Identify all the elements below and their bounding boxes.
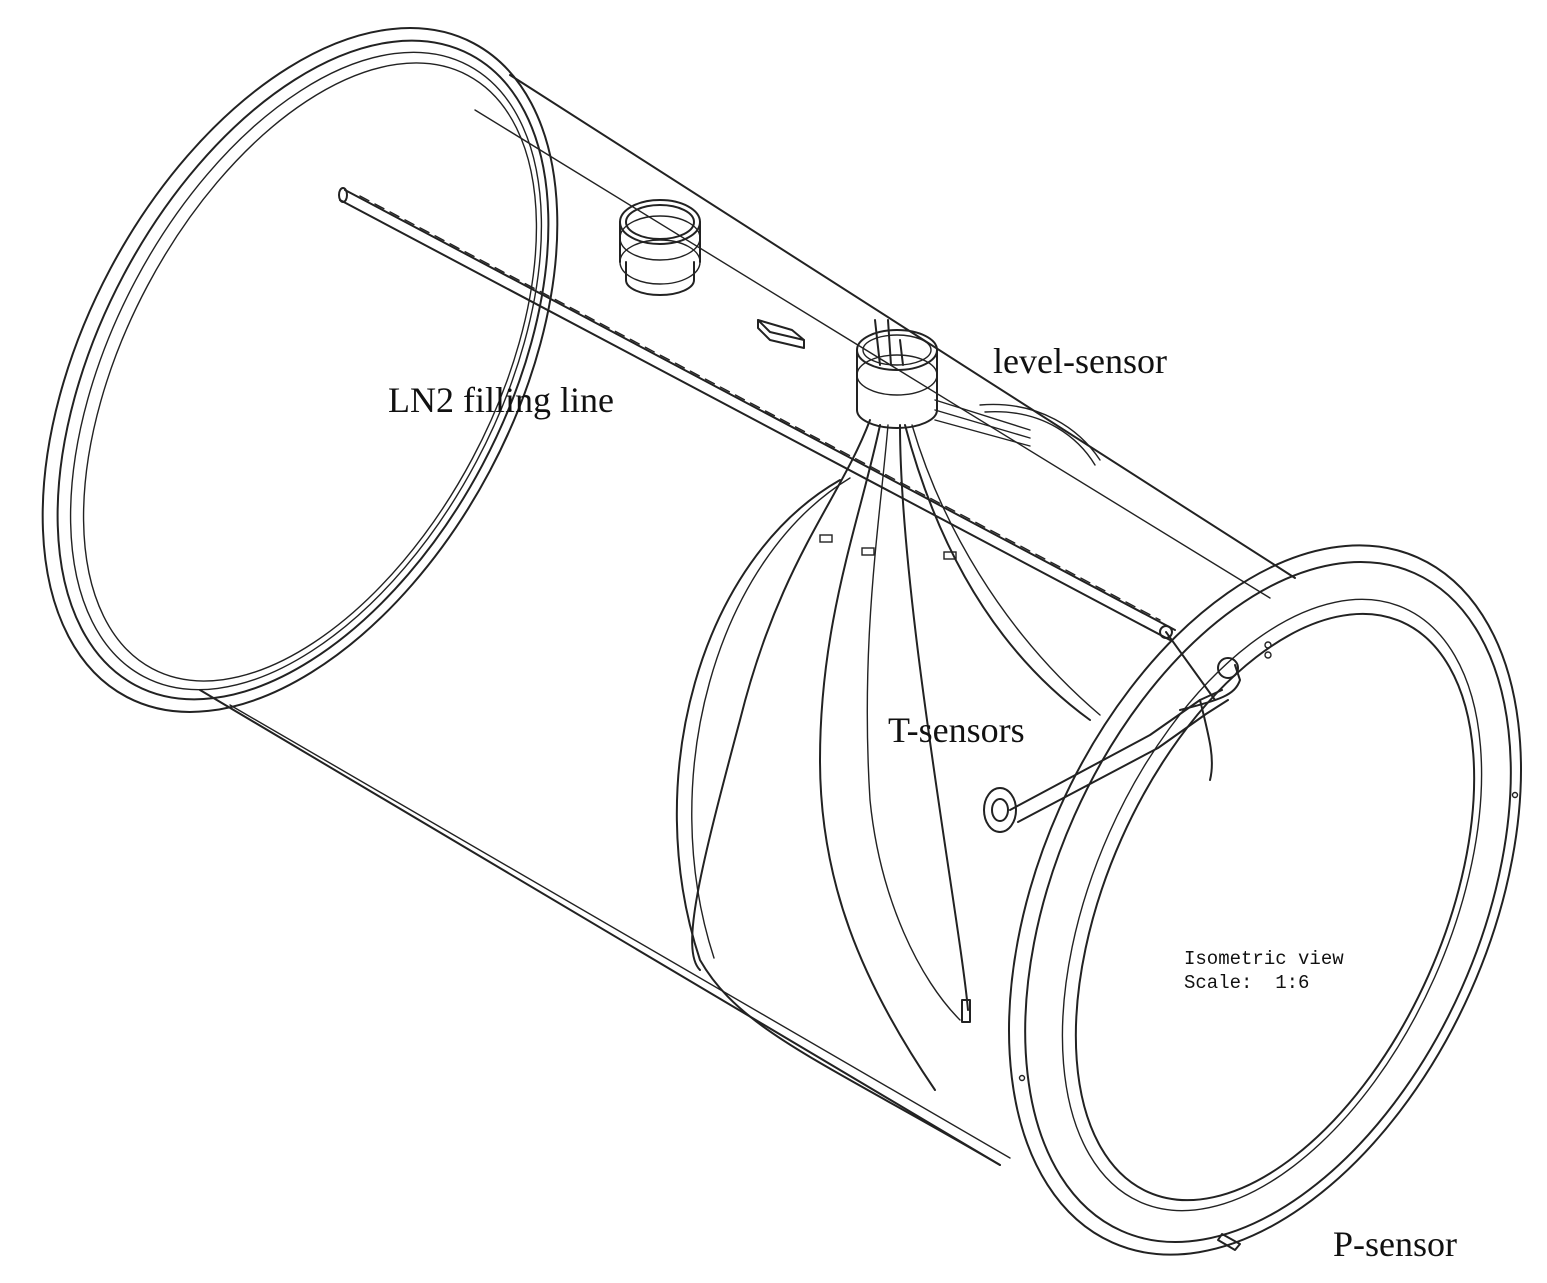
bracket [757, 319, 805, 349]
t-sensors-label: T-sensors [888, 710, 1025, 750]
left-flange [41, 27, 559, 713]
level-sensor-port [856, 319, 1101, 466]
top-port [619, 199, 701, 296]
scale-text: Scale: 1:6 [1184, 972, 1310, 994]
right-flange [1008, 544, 1522, 1256]
feedthrough-assembly [983, 657, 1241, 833]
ln2-filling-pipe [338, 187, 1216, 701]
ln2-filling-line-label: LN2 filling line [388, 380, 614, 420]
view-name-text: Isometric view [1184, 948, 1344, 970]
p-sensor-fitting [1217, 1233, 1241, 1251]
t-sensor-cables [691, 419, 1101, 1091]
level-sensor-label: level-sensor [993, 341, 1167, 381]
p-sensor-label: P-sensor [1333, 1224, 1457, 1264]
cylinder-body [199, 74, 1296, 1166]
